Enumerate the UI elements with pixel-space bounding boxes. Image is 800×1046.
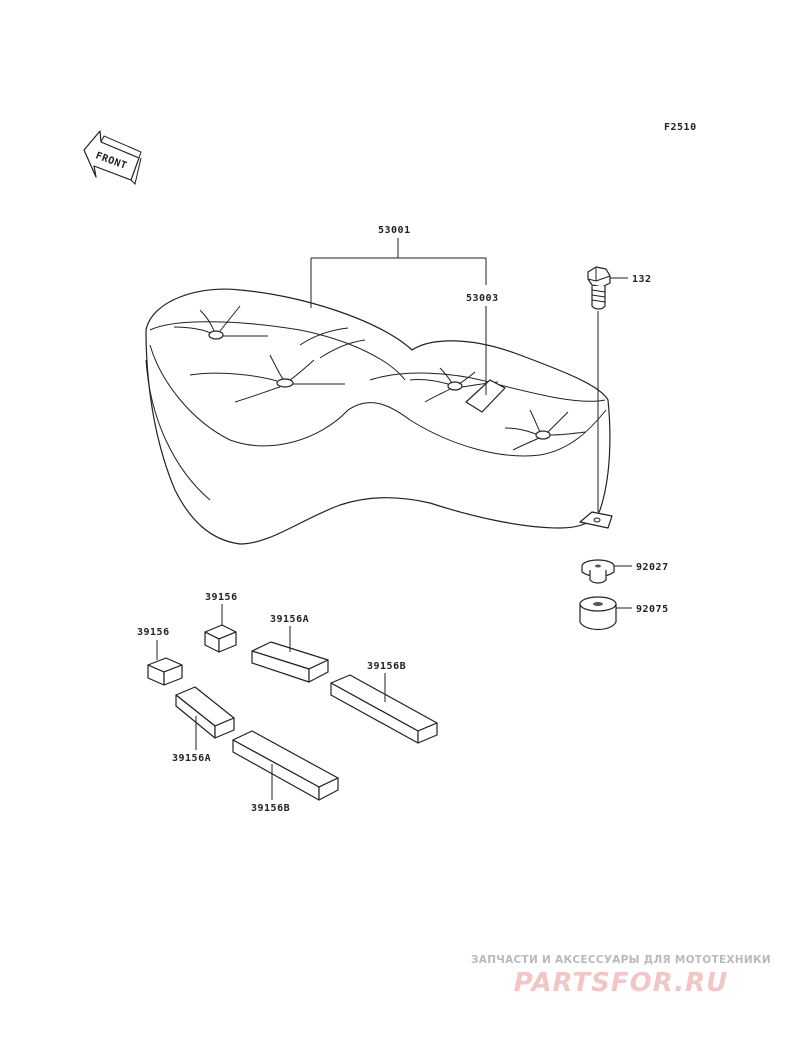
callout-53003: 53003 bbox=[466, 293, 499, 304]
watermark-tagline: ЗАПЧАСТИ И АКСЕССУАРЫ ДЛЯ МОТОТЕХНИКИ bbox=[471, 954, 771, 966]
watermark: ЗАПЧАСТИ И АКСЕССУАРЫ ДЛЯ МОТОТЕХНИКИ PA… bbox=[456, 954, 786, 998]
pad-a-lower bbox=[175, 686, 235, 739]
callout-132: 132 bbox=[632, 274, 652, 285]
callout-53001: 53001 bbox=[378, 225, 411, 236]
callout-39156-upper: 39156 bbox=[205, 592, 238, 603]
damper-part bbox=[579, 596, 617, 631]
pad-b-lower bbox=[232, 730, 339, 801]
tuft-group bbox=[409, 367, 586, 451]
figure-code: F2510 bbox=[664, 122, 697, 133]
callout-39156a-lower: 39156A bbox=[172, 753, 211, 764]
pad-a-upper bbox=[251, 641, 329, 683]
callout-92027: 92027 bbox=[636, 562, 669, 573]
callout-39156b-upper: 39156B bbox=[367, 661, 406, 672]
collar-part bbox=[581, 559, 615, 584]
callout-92075: 92075 bbox=[636, 604, 669, 615]
tuft-group bbox=[173, 305, 366, 403]
front-arrow-icon: FRONT bbox=[83, 130, 142, 185]
pad-b-upper bbox=[330, 674, 438, 744]
pad-small-left bbox=[147, 657, 183, 686]
watermark-logo: PARTSFOR.RU bbox=[513, 968, 729, 998]
callout-39156-left: 39156 bbox=[137, 627, 170, 638]
pad-small-upper bbox=[204, 624, 237, 653]
callout-39156b-lower: 39156B bbox=[251, 803, 290, 814]
bolt-part bbox=[587, 266, 611, 310]
seat-drawing bbox=[145, 288, 613, 545]
callout-39156a-upper: 39156A bbox=[270, 614, 309, 625]
